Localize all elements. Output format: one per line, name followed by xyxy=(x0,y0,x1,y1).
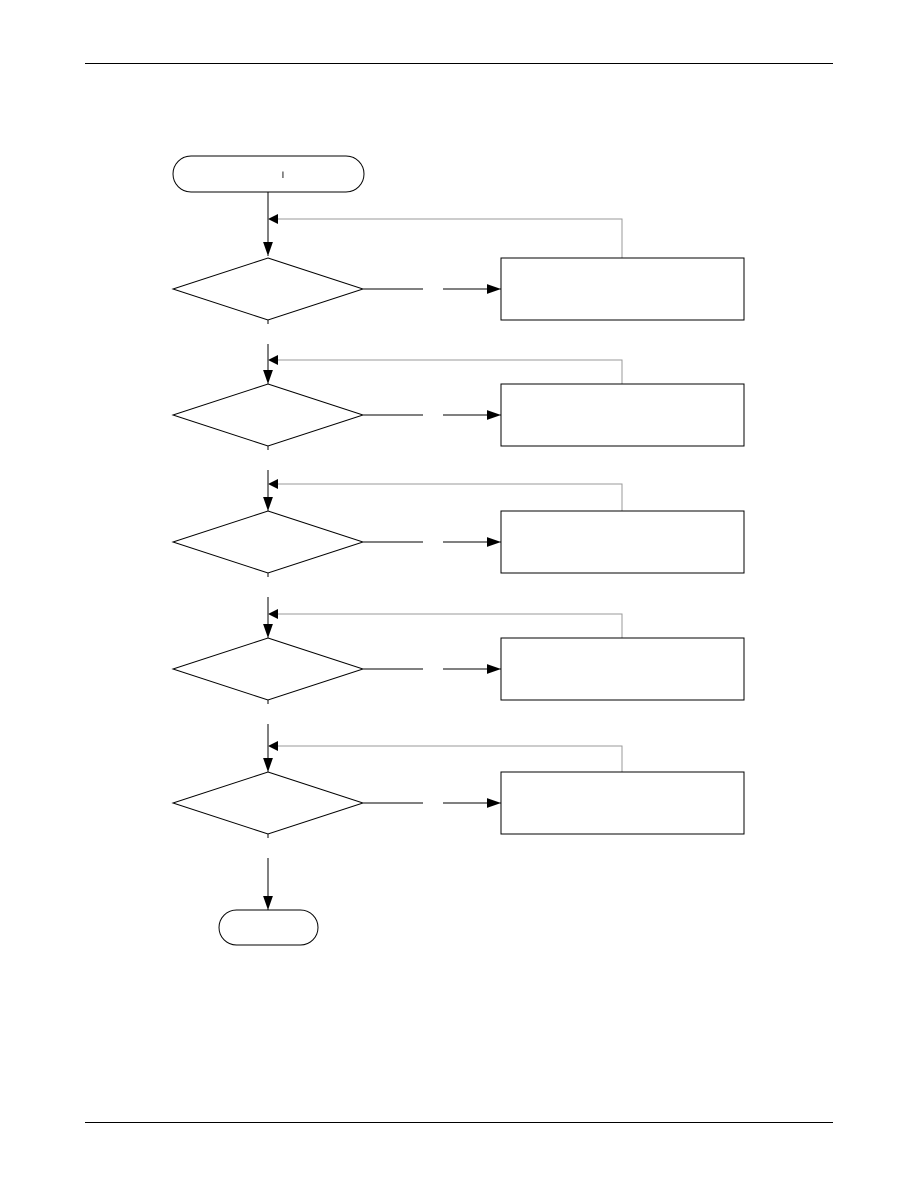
decision-diamond xyxy=(171,383,365,447)
feedback-connector xyxy=(268,609,623,638)
flowchart-step xyxy=(171,609,745,772)
action-box xyxy=(500,510,745,574)
flowchart-step xyxy=(171,355,745,511)
flowchart-steps xyxy=(171,214,745,910)
decision-diamond xyxy=(171,510,365,574)
action-box xyxy=(500,771,745,835)
flowchart-step xyxy=(171,741,745,910)
action-box xyxy=(500,257,745,321)
decision-diamond xyxy=(171,257,365,321)
flowchart-step xyxy=(171,479,745,638)
end-terminator xyxy=(218,909,319,946)
flowchart-step xyxy=(171,214,745,384)
feedback-connector xyxy=(268,214,623,258)
start-terminator: Ⅰ xyxy=(172,155,365,193)
start-shape xyxy=(172,155,365,193)
feedback-connector xyxy=(268,741,623,772)
action-box xyxy=(500,637,745,701)
decision-diamond xyxy=(171,637,365,701)
feedback-connector xyxy=(268,355,623,384)
decision-diamond xyxy=(171,771,365,835)
action-box xyxy=(500,383,745,447)
start-symbol: Ⅰ xyxy=(282,170,285,180)
end-shape xyxy=(218,909,319,946)
feedback-connector xyxy=(268,479,623,511)
